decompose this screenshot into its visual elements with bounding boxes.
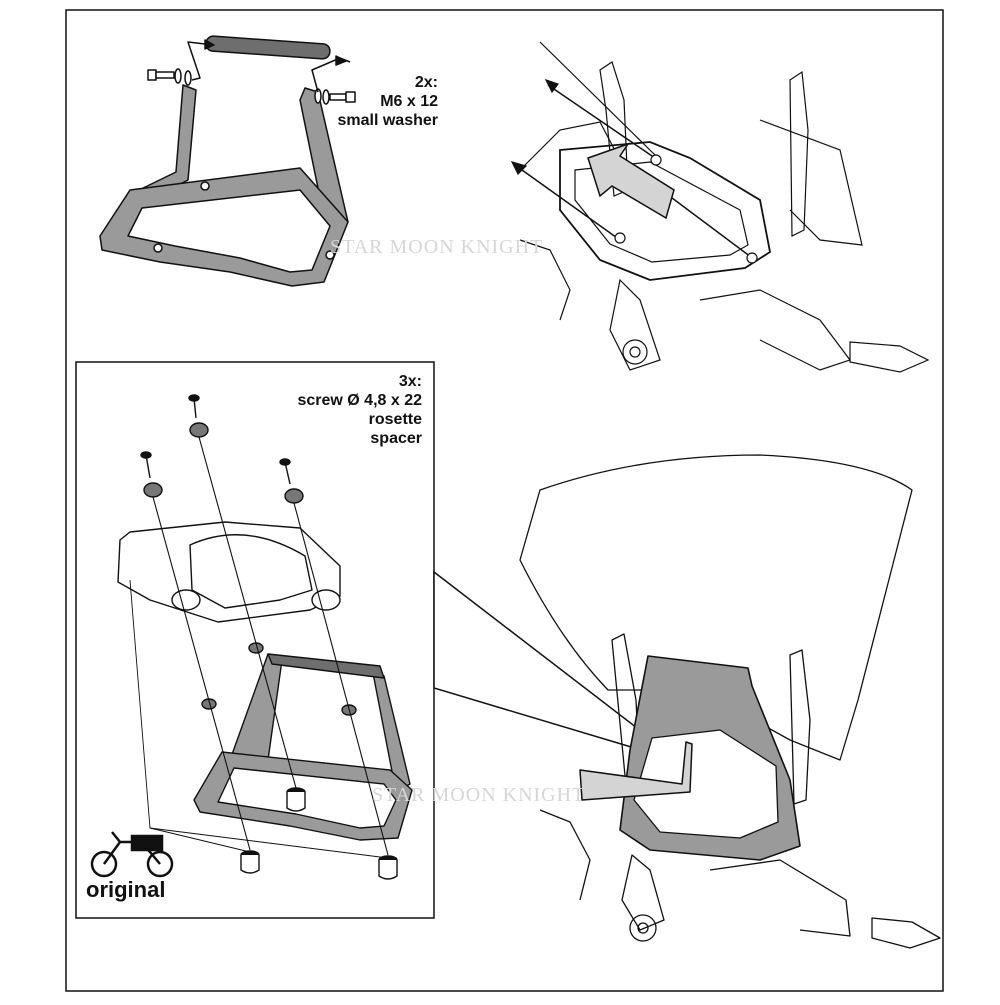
cluster-screen <box>574 161 749 263</box>
cockpit-removal-drawing <box>510 41 930 373</box>
removal-line-3 <box>514 164 621 241</box>
lower-fairing-installed <box>709 859 851 937</box>
ignition-lock-installed-inner <box>637 922 649 934</box>
cluster-bolt-left <box>614 232 626 244</box>
insertion-arrow <box>579 741 693 801</box>
alignment-line-3 <box>293 502 389 856</box>
crossbar-tube <box>205 35 331 60</box>
watermark-bottom: STAR MOON KNIGHT <box>372 784 586 806</box>
turn-signal-installed <box>871 917 941 949</box>
ignition-lock-installed <box>629 914 657 942</box>
removal-line-2 <box>547 84 656 159</box>
inset-cluster-mount-left <box>171 589 201 611</box>
inset-bracket-cutout <box>217 767 397 829</box>
cluster-bolt-top <box>650 154 662 166</box>
screw-spec-label: 3x: screw Ø 4,8 x 22 rosette spacer <box>250 372 422 448</box>
installed-cluster <box>633 729 779 839</box>
base-hole-center <box>200 181 210 191</box>
steering-head <box>609 278 661 371</box>
left-leader-line <box>187 41 206 81</box>
removal-arrowhead-1 <box>544 78 559 94</box>
alignment-line-2 <box>152 496 251 851</box>
right-bolt <box>314 88 356 105</box>
windscreen <box>519 454 913 761</box>
turn-signal-right <box>849 341 930 373</box>
projection-lines-2 <box>149 827 389 859</box>
left-bolt <box>147 68 192 86</box>
inset-cluster-dial <box>189 534 313 609</box>
inset-cluster-mount-right <box>311 589 341 611</box>
steering-head-installed <box>621 854 665 931</box>
bracket-with-crossbar-drawing <box>99 35 356 287</box>
leader-arrowhead-left <box>204 39 215 50</box>
installed-view-drawing <box>519 454 941 949</box>
spacer-label: spacer <box>370 430 422 447</box>
removal-direction-arrow <box>587 142 675 220</box>
ignition-lock <box>622 339 648 365</box>
leader-arrowhead-right <box>335 55 347 66</box>
fairing-left-edge <box>519 121 621 171</box>
base-hole-left <box>153 243 163 253</box>
screw-top <box>188 394 209 438</box>
ignition-lock-inner <box>629 346 641 358</box>
spacer-right <box>378 855 398 880</box>
bolt-spec-label: 2x: M6 x 12 small washer <box>300 73 439 130</box>
spacer-left <box>240 850 260 874</box>
screw-size: screw Ø 4,8 x 22 <box>297 392 422 409</box>
lower-fairing <box>699 289 851 371</box>
wiring-installed <box>539 809 591 901</box>
original-badge-text: original <box>86 877 166 902</box>
removal-arrowhead-2 <box>510 161 528 176</box>
screw-count: 3x: <box>398 373 422 390</box>
right-mirror-stalk-installed <box>789 649 811 805</box>
right-mirror-stalk <box>789 70 809 237</box>
washer-type: small washer <box>337 112 439 129</box>
rosette-label: rosette <box>368 411 422 428</box>
inset-bracket-top <box>267 653 385 679</box>
exploded-view-drawing <box>117 394 413 880</box>
instrument-cluster <box>559 141 771 281</box>
fairing-right <box>759 119 863 246</box>
alignment-line-1 <box>198 436 297 789</box>
watermark-top: STAR MOON KNIGHT <box>330 236 544 258</box>
bolt-size: M6 x 12 <box>380 93 438 110</box>
removal-line-1 <box>539 41 656 156</box>
wiring-left <box>519 239 571 321</box>
bolt-count: 2x: <box>414 74 438 91</box>
outer-frame <box>65 9 944 992</box>
motorcycle-with-luggage-icon <box>90 831 174 878</box>
spacer-center <box>286 787 306 812</box>
base-hole-right <box>325 250 335 260</box>
base-plate-cutout <box>127 189 331 273</box>
cluster-bolt-right <box>746 252 758 264</box>
